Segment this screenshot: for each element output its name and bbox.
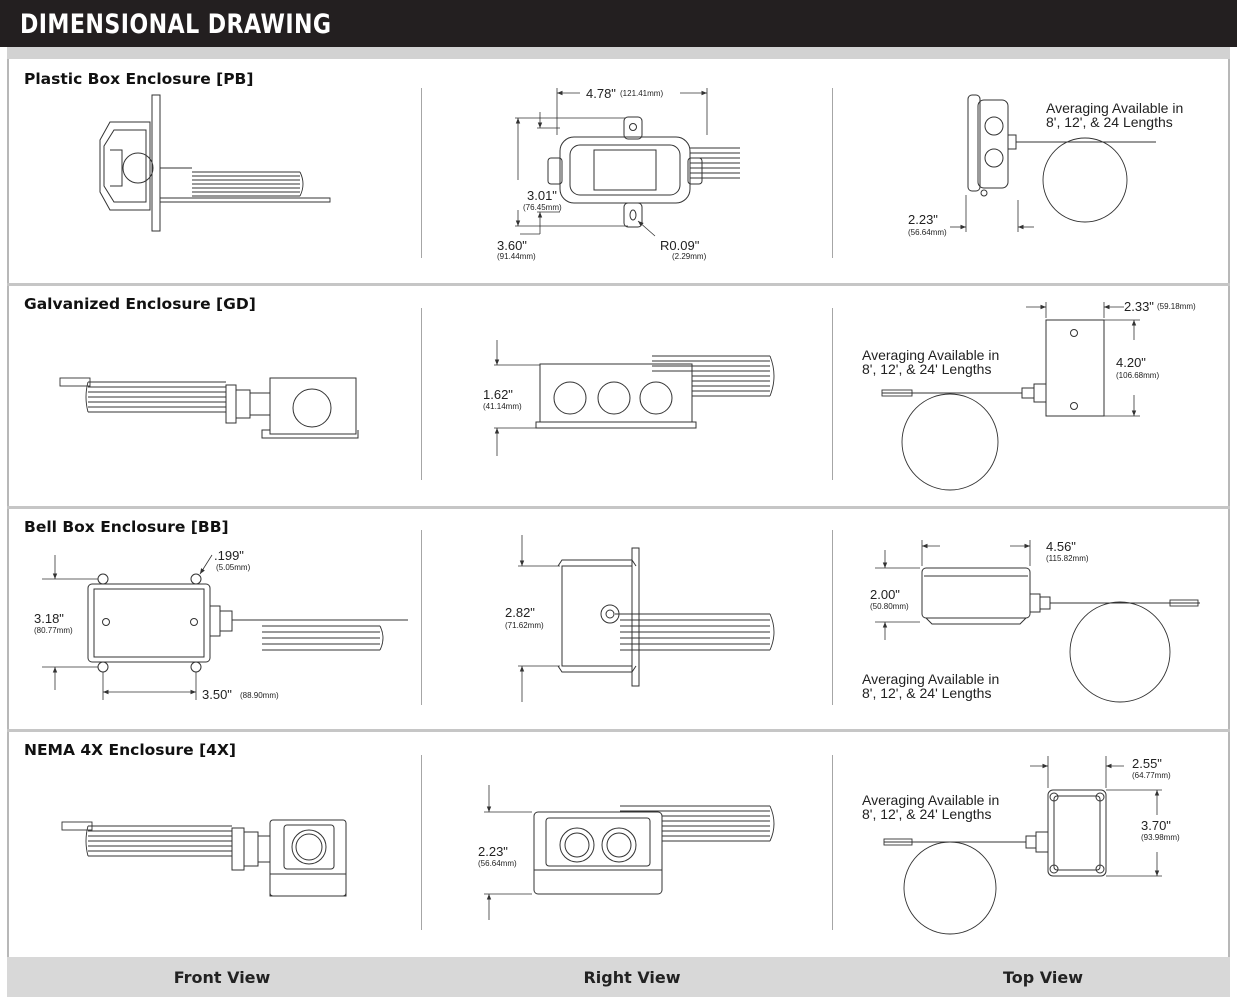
pb-right-drawing xyxy=(515,88,740,237)
gd-note-line-2: 8', 12', & 24' Lengths xyxy=(862,361,992,377)
section-divider xyxy=(7,506,1230,509)
bb-hole-label: .199" xyxy=(214,548,244,563)
gd-averaging-note: Averaging Available in 8', 12', & 24' Le… xyxy=(862,348,999,376)
bb-right-height-mm: (71.62mm) xyxy=(505,621,544,630)
gd-width-mm: (59.18mm) xyxy=(1157,302,1196,311)
column-divider xyxy=(832,88,833,258)
4x-note-line-2: 8', 12', & 24' Lengths xyxy=(862,806,992,822)
4x-height-top-mm: (93.98mm) xyxy=(1141,833,1180,842)
pb-width-mm: (121.41mm) xyxy=(620,89,664,98)
bb-top-drawing xyxy=(875,540,1200,703)
4x-height-mm: (56.64mm) xyxy=(478,859,517,868)
header-band xyxy=(7,47,1230,59)
pb-width-label: 4.78" xyxy=(586,86,616,101)
section-title-pb: Plastic Box Enclosure [PB] xyxy=(24,70,254,88)
bb-top-width-label: 4.56" xyxy=(1046,539,1076,554)
4x-width-label: 2.55" xyxy=(1132,756,1162,771)
section-divider xyxy=(7,729,1230,732)
pb-top-drawing xyxy=(950,94,1156,232)
gd-height-top-label: 4.20" xyxy=(1116,355,1146,370)
4x-front-drawing xyxy=(61,819,347,897)
pb-note-line-1: Averaging Available in xyxy=(1046,100,1184,116)
bb-spacing-mm: (88.90mm) xyxy=(240,691,279,700)
4x-averaging-note: Averaging Available in 8', 12', & 24' Le… xyxy=(862,793,999,821)
bb-front-drawing xyxy=(42,554,408,700)
gd-width-label: 2.33" xyxy=(1124,299,1154,314)
column-divider xyxy=(421,530,422,705)
section-divider xyxy=(7,283,1230,286)
gd-height-label: 1.62" xyxy=(483,387,513,402)
column-divider xyxy=(832,530,833,705)
front-view-label: Front View xyxy=(173,968,271,987)
bb-top-height-label: 2.00" xyxy=(870,587,900,602)
top-view-label: Top View xyxy=(1002,968,1084,987)
4x-right-drawing xyxy=(484,785,775,920)
pb-height-label: 3.01" xyxy=(527,188,557,203)
pb-averaging-note: Averaging Available in 8', 12', & 24 Len… xyxy=(1046,101,1183,129)
bb-right-drawing xyxy=(518,535,775,702)
gd-height-mm: (41.14mm) xyxy=(483,402,522,411)
right-view-label: Right View xyxy=(583,968,681,987)
section-title-4x: NEMA 4X Enclosure [4X] xyxy=(24,741,236,759)
column-divider xyxy=(421,308,422,480)
column-divider xyxy=(832,308,833,480)
page-header: DIMENSIONAL DRAWING xyxy=(0,0,1237,47)
pb-radius-label: R0.09" xyxy=(660,238,700,253)
bb-right-height-label: 2.82" xyxy=(505,605,535,620)
pb-height-mm: (76.45mm) xyxy=(523,203,562,212)
4x-top-drawing xyxy=(883,756,1162,935)
drawing-frame xyxy=(7,47,1230,957)
section-title-gd: Galvanized Enclosure [GD] xyxy=(24,295,256,313)
pb-depth-mm: (56.64mm) xyxy=(908,228,947,237)
bb-top-height-mm: (50.80mm) xyxy=(870,602,909,611)
view-labels-bar: Front View Right View Top View xyxy=(7,957,1230,997)
bb-spacing-label: 3.50" xyxy=(202,687,232,702)
4x-width-mm: (64.77mm) xyxy=(1132,771,1171,780)
bb-note-line-1: Averaging Available in xyxy=(862,671,1000,687)
pb-overall-label: 3.60" xyxy=(497,238,527,253)
pb-depth-label: 2.23" xyxy=(908,212,938,227)
bb-top-width-mm: (115.82mm) xyxy=(1046,554,1089,563)
pb-front-drawing xyxy=(99,94,331,232)
4x-height-top-label: 3.70" xyxy=(1141,818,1171,833)
pb-overall-mm: (91.44mm) xyxy=(497,252,536,261)
column-divider xyxy=(832,755,833,930)
section-title-bb: Bell Box Enclosure [BB] xyxy=(24,518,229,536)
gd-note-line-1: Averaging Available in xyxy=(862,347,1000,363)
gd-top-drawing xyxy=(881,302,1140,491)
column-divider xyxy=(421,755,422,930)
bb-height-mm: (80.77mm) xyxy=(34,626,73,635)
pb-radius-mm: (2.29mm) xyxy=(672,252,707,261)
column-divider xyxy=(421,88,422,258)
bb-hole-mm: (5.05mm) xyxy=(216,563,251,572)
4x-note-line-1: Averaging Available in xyxy=(862,792,1000,808)
bb-averaging-note: Averaging Available in 8', 12', & 24' Le… xyxy=(862,672,999,700)
gd-height-top-mm: (106.68mm) xyxy=(1116,371,1160,380)
pb-note-line-2: 8', 12', & 24 Lengths xyxy=(1046,114,1173,130)
gd-right-drawing xyxy=(494,340,775,456)
4x-height-label: 2.23" xyxy=(478,844,508,859)
bb-note-line-2: 8', 12', & 24' Lengths xyxy=(862,685,992,701)
bb-height-label: 3.18" xyxy=(34,611,64,626)
page-title: DIMENSIONAL DRAWING xyxy=(20,9,332,40)
gd-front-drawing xyxy=(59,377,359,439)
